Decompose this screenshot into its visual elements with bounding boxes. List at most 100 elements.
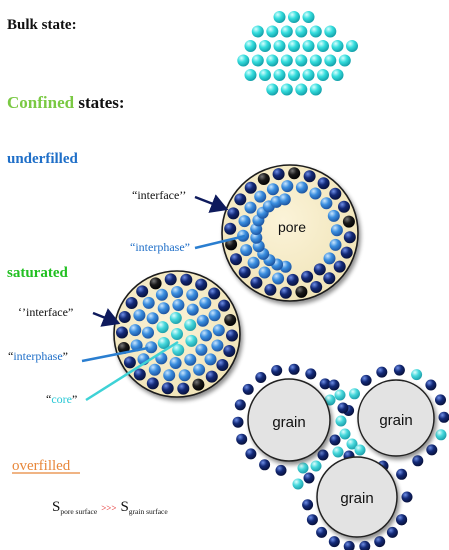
- bulk-particle: [244, 69, 257, 81]
- bulk-particle: [288, 40, 300, 52]
- adsorbed-particle: [232, 416, 244, 428]
- gap-particle: [292, 478, 304, 490]
- adsorbed-particle: [401, 491, 413, 503]
- interphase-word: interphase: [13, 349, 62, 363]
- interphase-particle: [254, 190, 267, 203]
- bulk-particle: [295, 25, 308, 38]
- saturated-particles: [116, 273, 238, 395]
- interphase-particle: [309, 187, 322, 200]
- interphase-particle: [286, 273, 299, 286]
- interphase-particle: [272, 272, 285, 285]
- interface-particle: [333, 260, 346, 273]
- interphase-particle: [208, 309, 221, 322]
- gap-particle: [328, 379, 340, 391]
- interface-particle: [227, 207, 240, 220]
- adsorbed-particle: [316, 526, 328, 538]
- core-particle: [184, 319, 197, 331]
- underfilled-particles: [224, 167, 356, 299]
- adsorbed-particle: [396, 468, 408, 480]
- interface-particle: [226, 329, 238, 342]
- adsorbed-particle: [236, 433, 248, 445]
- gap-particle: [317, 449, 329, 461]
- interphase-particle: [266, 183, 279, 196]
- bulk-particle: [280, 83, 293, 96]
- bulk-particle: [259, 69, 271, 81]
- interface-particle: [295, 285, 308, 298]
- adsorbed-particle: [271, 365, 283, 376]
- interphase-particle: [129, 324, 142, 337]
- grain-right-label: grain: [379, 412, 412, 429]
- bulk-particle: [309, 25, 322, 38]
- formula-s2: S: [120, 499, 128, 515]
- bulk-particle: [259, 40, 271, 52]
- interface-particle: [329, 187, 342, 200]
- confined-states-rest: states:: [74, 93, 125, 112]
- interphase-particle: [146, 312, 159, 325]
- interface-particle: [340, 246, 353, 259]
- interface-particle: [205, 370, 218, 383]
- interface-particle: [223, 345, 236, 357]
- gap-particle: [354, 444, 366, 456]
- interface-particle: [244, 181, 257, 194]
- interface-particle: [224, 314, 237, 326]
- interface-particle: [288, 167, 301, 180]
- interface-particle: [343, 231, 356, 244]
- adsorbed-particle: [328, 536, 340, 548]
- confined-states-title: Confined states:: [7, 93, 125, 112]
- overfilled-heading: overfilled: [12, 458, 71, 474]
- interface-particle: [161, 382, 174, 395]
- bulk-particle: [317, 40, 329, 52]
- adsorbed-particle: [234, 399, 246, 411]
- saturated-interface-label: ‘’interface”: [18, 305, 73, 319]
- core-particle: [157, 337, 170, 349]
- interface-particle: [238, 266, 251, 279]
- interphase-particle: [142, 326, 154, 339]
- interface-particle: [317, 177, 330, 190]
- gap-particle: [303, 472, 315, 484]
- gap-particle: [329, 434, 341, 446]
- grain-right: [357, 379, 435, 457]
- bulk-particle: [302, 11, 315, 23]
- interphase-particle: [247, 256, 260, 269]
- adsorbed-particle: [242, 383, 254, 395]
- interphase-particle: [278, 193, 291, 206]
- core-particle: [185, 334, 198, 347]
- adsorbed-particle: [412, 455, 424, 467]
- adsorbed-particle: [288, 363, 300, 375]
- adsorbed-particle: [305, 368, 317, 380]
- adsorbed-particle: [275, 464, 287, 476]
- interphase-close-quote: ”: [63, 349, 68, 363]
- bulk-particle: [280, 25, 293, 38]
- interphase-particle: [196, 314, 209, 327]
- gap-particle: [339, 428, 351, 440]
- adsorbed-particle: [359, 540, 371, 550]
- bulk-particle: [237, 54, 250, 67]
- adsorbed-particle: [259, 459, 271, 471]
- bulk-particle: [324, 54, 337, 67]
- interface-particle: [225, 238, 238, 251]
- bulk-particle: [266, 83, 279, 96]
- interphase-particle: [184, 353, 197, 366]
- interphase-particle: [157, 302, 170, 315]
- interface-particle: [218, 299, 231, 312]
- bulk-particle: [309, 83, 322, 96]
- interphase-particle: [200, 329, 212, 342]
- bulk-particle: [302, 40, 315, 52]
- grain-bottom: [316, 456, 398, 538]
- bulk-particle: [273, 11, 286, 23]
- interface-particle: [146, 377, 159, 390]
- interphase-particle: [148, 363, 161, 376]
- interface-particle: [310, 281, 323, 293]
- interface-particle: [149, 277, 162, 290]
- interface-particle: [116, 326, 128, 339]
- adsorbed-particle: [435, 394, 446, 406]
- interphase-particle: [211, 339, 224, 352]
- interface-particle: [192, 378, 205, 391]
- adsorbed-particle: [343, 540, 355, 550]
- surface-comparison-formula: Spore surface>>>Sgrain surface: [52, 499, 168, 516]
- interface-particle: [279, 286, 292, 299]
- gap-particle: [335, 415, 347, 427]
- core-particle: [156, 321, 169, 334]
- interface-particle: [164, 273, 177, 286]
- saturated-interface-arrow: [92, 308, 121, 327]
